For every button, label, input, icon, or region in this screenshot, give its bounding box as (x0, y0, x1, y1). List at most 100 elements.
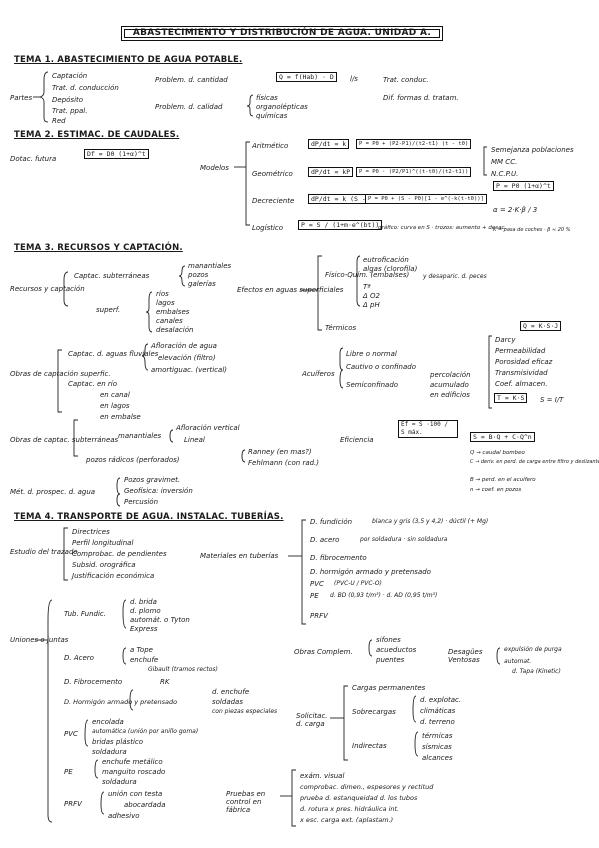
union-item: Express (130, 625, 158, 633)
fisico-quim: Físico-Quím. (embalses) (325, 271, 410, 279)
desague-item: automat. (504, 658, 532, 665)
estudio-label: Estudio del trazado (10, 548, 78, 556)
obras-item: puentes (376, 656, 405, 664)
union-item: a Tope (130, 646, 153, 654)
fisico-item: Δ pH (363, 301, 380, 309)
dotacion-label: Dotac. futura (10, 155, 57, 163)
modelo-solution-formula: P = P0 · (P2/P1)^((t-t0)/(t2-t1)) (356, 167, 472, 177)
materiales-label: Materiales en tuberías (200, 552, 279, 560)
otros-item: N.C.P.U. (491, 170, 519, 178)
material-detail: blanca y gris (3,5 y 4,2) · dúctil (+ Mg… (372, 518, 489, 525)
semiconf-item: percolación (430, 371, 471, 379)
partes-item: Depósito (52, 96, 84, 104)
pruebas-label: Pruebas en control en fábrica (226, 790, 266, 814)
cantidad-formula: Q = f(Hab) · D (276, 72, 337, 82)
tks-formula: T = K·S (494, 393, 528, 403)
obras-subterraneas-label: Obras de captac. subterráneas (10, 436, 119, 444)
union-name: PE (64, 768, 73, 776)
acuifero-type: Semiconfinado (346, 381, 399, 389)
modelo-name: Decreciente (252, 197, 295, 205)
union-item: soldadas (212, 698, 243, 706)
efectos-label: Efectos en aguas superficiales (237, 286, 344, 294)
dotacion-formula: Df = D0 (1+α)^t (84, 149, 149, 159)
modelo-diff-formula: dP/dt = kP (308, 167, 354, 177)
sobrecarga-item: climáticas (420, 707, 456, 715)
union-item: enchufe metálico (102, 758, 163, 766)
union-item: encolada (92, 718, 124, 726)
union-item: bridas plástico (92, 738, 144, 746)
captac-subterraneas: Captac. subterráneas (74, 272, 150, 280)
desague-item: d. Tapa (Kinetic) (512, 668, 561, 675)
ksj-item: Porosidad eficaz (495, 358, 553, 366)
problema-cantidad: Problem. d. cantidad (155, 76, 228, 84)
modelo-name: Aritmético (252, 142, 289, 150)
semiconf-item: en edificios (430, 391, 470, 399)
solicitac-item: Cargas permanentes (352, 684, 426, 692)
fisico-item: eutroficación (363, 256, 409, 264)
interes-formula: P = P0 (1+α)^t (493, 181, 554, 191)
page-title: ABASTECIMIENTO Y DISTRIBUCIÓN DE AGUA. U… (121, 26, 443, 41)
union-item: d. plomo (130, 607, 161, 615)
subterranea-item: galerías (188, 280, 216, 288)
captacion-entorno: Captac. en río (68, 380, 118, 388)
fluvial-item: elevación (filtro) (158, 354, 216, 362)
material-name: D. fundición (310, 518, 353, 526)
union-name: PRFV (64, 800, 82, 808)
s-item: B → perd. en el acuífero (470, 477, 536, 483)
union-item: soldadura (92, 748, 127, 756)
estudio-item: Directrices (72, 528, 110, 536)
pozo-item: Fehlmann (con rad.) (248, 459, 320, 467)
solicitac-label: Solicitac. d. carga (296, 712, 328, 728)
union-name: Tub. Fundic. (64, 610, 106, 618)
calidad-item: químicas (256, 112, 288, 120)
union-item: automát. o Tyton (130, 616, 190, 624)
indirecta-item: sísmicas (422, 743, 452, 751)
fisico-note: y desaparic. d. peces (423, 273, 487, 280)
estudio-item: Perfil longitudinal (72, 539, 134, 547)
manantial-item: Afloración vertical (176, 424, 240, 432)
ksj-item: Coef. almacen. (495, 380, 548, 388)
union-item: adhesivo (108, 812, 140, 820)
superf-item: embalses (156, 308, 190, 316)
union-name: PVC (64, 730, 78, 738)
union-item: RK (160, 678, 170, 686)
modelo-diff-formula: dP/dt = k (308, 139, 350, 149)
prueba-item: d. rotura x pres. hidráulica int. (300, 805, 400, 813)
problema-calidad: Problem. d. calidad (155, 103, 223, 111)
solicitac-item: Indirectas (352, 742, 387, 750)
modelo-name: Geométrico (252, 170, 293, 178)
desague-item: expulsión de purga (504, 646, 562, 653)
subterranea-item: pozos (188, 271, 209, 279)
union-item: Gibault (tramos rectos) (148, 666, 218, 673)
material-name: D. hormigón armado y pretensado (310, 568, 431, 576)
modelo-solution-formula: P = P0 + (P2-P1)/(t2-t1) (t - t0) (356, 139, 472, 149)
material-name: D. fibrocemento (310, 554, 367, 562)
material-detail: por soldadura · sin soldadura (360, 536, 448, 543)
ksj-formula: Q = K·S·J (520, 321, 562, 331)
prueba-item: exám. visual (300, 772, 345, 780)
estudio-item: Justificación económica (72, 572, 155, 580)
metodo-item: Percusión (124, 498, 159, 506)
prueba-item: prueba d. estanqueidad d. los tubos (300, 794, 418, 802)
metodo-item: Geofísica: inversión (124, 487, 193, 495)
otros-item: Semejanza poblaciones (491, 146, 574, 154)
tema2-heading: TEMA 2. ESTIMAC. DE CAUDALES. (14, 130, 180, 140)
superf-item: ríos (156, 290, 169, 298)
union-item: abocardada (124, 801, 166, 809)
union-item: con piezas especiales (212, 708, 278, 715)
modelo-solution-formula: P = P0 + (S - P0)[1 - e^(-k(t-t0))] (365, 194, 487, 204)
material-name: PE (310, 592, 319, 600)
partes-label: Partes (10, 94, 33, 102)
solicitac-item: Sobrecargas (352, 708, 396, 716)
recursos-label: Recursos y captación (10, 285, 85, 293)
entorno-item: en canal (100, 391, 130, 399)
estudio-item: Comprobac. de pendientes (72, 550, 167, 558)
modelo-note: gráfico: curva en S · trozos: aumento + … (378, 225, 507, 231)
s-item: n → coef. en pozos (470, 487, 522, 493)
fluvial-item: Afloración de agua (151, 342, 217, 350)
union-name: D. Fibrocemento (64, 678, 123, 686)
desagues-label: Desagües Ventosas (448, 648, 483, 664)
fisico-item: Tª (363, 283, 371, 291)
